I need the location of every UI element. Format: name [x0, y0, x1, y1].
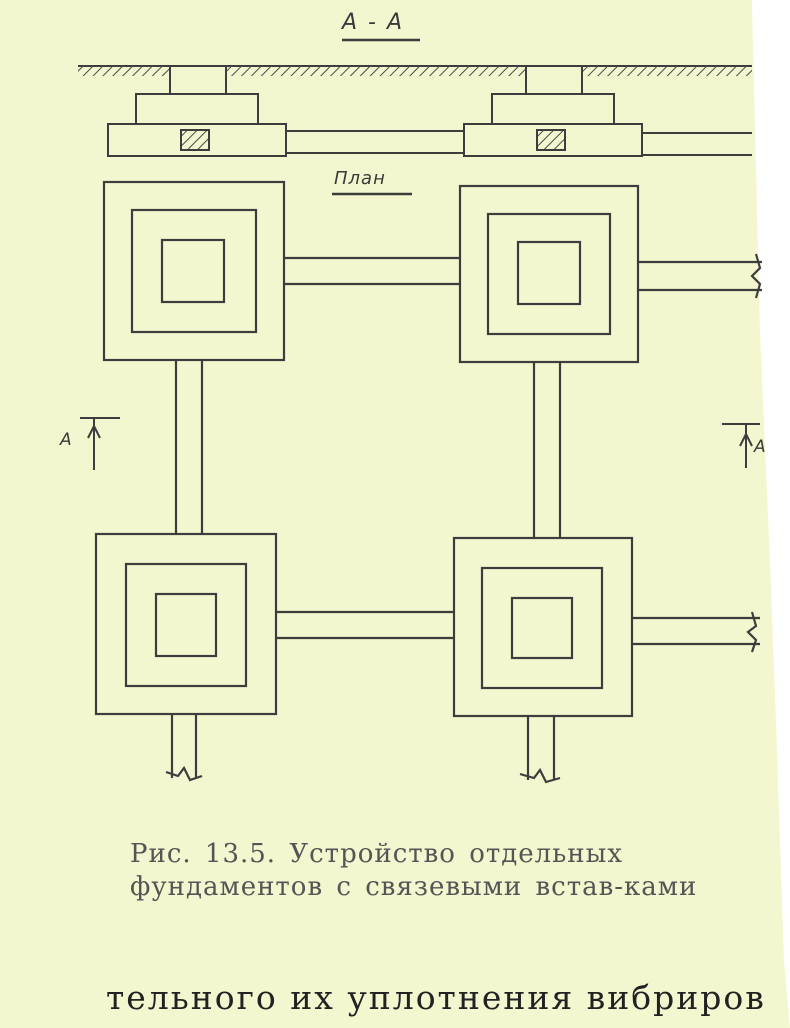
cut-marker-right-icon: [722, 423, 760, 468]
section-view: [78, 65, 752, 157]
cut-marker-left-icon: [80, 417, 120, 470]
ground-hatch-middle: [226, 66, 528, 76]
tie-bottom-left-break: [165, 765, 203, 782]
section-title: А - А: [342, 10, 405, 35]
body-text-line: тельного их уплотнения вибриров: [106, 978, 766, 1017]
foundation-bottom-left: [94, 532, 278, 716]
section-column-left: [169, 65, 227, 95]
ground-hatch-right: [582, 66, 752, 76]
tie-bottom-right-break: [746, 611, 758, 653]
section-column-right: [525, 65, 583, 95]
tie-bottom-right-down-break: [519, 767, 561, 784]
section-step-left-upper: [135, 93, 259, 125]
foundation-top-left: [102, 180, 286, 362]
figure-caption: Рис. 13.5. Устройство отдельных фундамен…: [130, 839, 698, 902]
section-insert-left: [180, 129, 210, 151]
section-insert-right: [536, 129, 566, 151]
paper-torn-edge: [752, 0, 790, 1028]
tie-top-right-break: [750, 253, 762, 299]
foundation-top-right: [458, 184, 640, 364]
cut-label-right: А: [754, 437, 766, 457]
plan-title: План: [334, 168, 386, 189]
plan-view: [94, 180, 762, 784]
section-step-right-upper: [491, 93, 615, 125]
cut-label-left: А: [60, 430, 72, 450]
section-tie-beam: [285, 130, 465, 154]
foundation-bottom-right: [452, 536, 634, 718]
ground-hatch-left: [78, 66, 170, 76]
